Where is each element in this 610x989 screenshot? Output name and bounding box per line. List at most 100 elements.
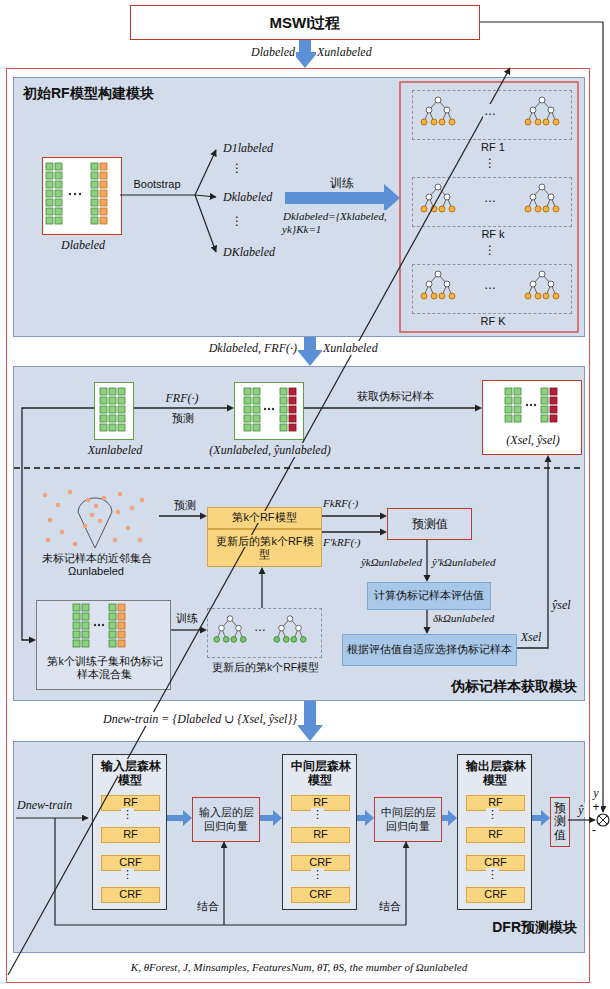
free-label: … — [483, 191, 497, 205]
free-label-wrap: ⋮ — [110, 808, 145, 821]
art-polygon — [384, 184, 400, 212]
free-label: Xunlabeled — [316, 45, 373, 59]
edge-label-wrap: δkΩunlabeled — [432, 612, 512, 625]
free-label-wrap: ⋮ — [110, 868, 145, 881]
free-label: ⋮ — [311, 868, 324, 880]
connector-line — [167, 815, 185, 821]
free-label-wrap: ⋮ — [222, 214, 252, 228]
connector — [134, 405, 234, 412]
node-text: K, θForest, J, Minsamples, FeaturesNum, … — [130, 961, 468, 973]
art-path — [195, 150, 216, 195]
art-circle — [126, 526, 131, 531]
summing-junction — [597, 814, 609, 826]
node-text: 输入层的层回归向量 — [198, 806, 254, 831]
art-rect — [99, 387, 126, 432]
art-circle — [597, 814, 609, 826]
free-label: ⋮ — [486, 868, 499, 880]
free-label-wrap: Xunlabeled — [316, 45, 396, 59]
node-label: CRF — [118, 888, 143, 901]
edge-label: 预测 — [173, 499, 197, 511]
node-text: 第k个训练子集和伪标记样本混合集 — [46, 655, 162, 680]
node-label: 伪标记样本获取模块 — [402, 678, 578, 695]
free-label-wrap: ŷ'kΩunlabeled — [431, 556, 516, 569]
art-path — [195, 195, 216, 252]
free-label-wrap: ŷsel — [551, 598, 583, 612]
node-box: 中间层的层回归向量 — [374, 797, 442, 842]
art-g — [43, 490, 145, 547]
arrowhead — [424, 627, 431, 634]
node-text: RF K — [479, 315, 506, 327]
free-label-wrap: 结合 — [188, 900, 220, 913]
neighbor-scatter — [43, 490, 145, 548]
parameter-tuning-arrow — [8, 68, 510, 975]
free-label-wrap: Xunlabeled — [322, 341, 402, 355]
node-label: (Xsel, ŷsel) — [485, 433, 581, 447]
node-text: CRF — [308, 856, 333, 868]
node-box: 中间层森林模型RFRFCRFCRF — [282, 754, 357, 910]
free-label-wrap: Dnew-train — [16, 798, 88, 812]
node-label: RF — [312, 828, 329, 841]
free-label: ⋮ — [483, 243, 497, 257]
art-circle — [46, 538, 51, 543]
edge-label: Dlabeled — [250, 45, 296, 59]
node-label: RF K — [453, 315, 533, 328]
node-label: 未标记样本的近邻集合Ωunlabeled — [34, 552, 159, 578]
node-text: CRF — [483, 856, 508, 868]
art-rect — [99, 162, 108, 225]
free-label: Bootstrap — [132, 178, 181, 190]
connector-line — [426, 610, 427, 628]
node-text: 计算伪标记样本评估值 — [373, 589, 485, 601]
connector-line — [322, 515, 381, 516]
free-label-wrap: D1labeled — [222, 141, 284, 155]
node-text: 更新后的第k个RF模型 — [215, 535, 313, 560]
connector — [532, 810, 550, 826]
arrowhead — [297, 350, 323, 366]
arrowhead — [183, 810, 192, 826]
connector-line — [304, 701, 316, 728]
arrowhead — [200, 627, 207, 634]
free-label-wrap: ⋮ — [475, 808, 510, 821]
arrowhead — [545, 455, 552, 462]
art-circle — [116, 510, 121, 515]
art-rect — [117, 603, 126, 648]
node-text: MSWI过程 — [269, 14, 342, 31]
art-circle — [56, 503, 61, 508]
connector-line — [260, 815, 275, 821]
node-box: 第k个RF模型 — [207, 507, 322, 529]
art-circle — [268, 408, 270, 410]
node-box: 伪标记样本获取模块Xunlabeled(Xunlabeled, ŷunlabel… — [13, 366, 585, 701]
arrowhead — [448, 810, 457, 826]
art-circle — [98, 624, 100, 626]
edge-label-wrap: Dnew-train = {Dlabeled ∪ {Xsel, ŷsel}} — [40, 712, 298, 726]
edge-label-wrap: Xsel — [516, 630, 546, 644]
connector — [424, 610, 431, 634]
node-box: DFR预测模块输入层森林模型RFRFCRFCRF输入层的层回归向量中间层森林模型… — [13, 741, 585, 953]
edge-label-wrap: 获取伪标记样本 — [335, 390, 455, 403]
connector-line — [159, 515, 201, 516]
edge-label: Dnew-train = {Dlabeled ∪ {Xsel, ŷsel}} — [102, 712, 298, 726]
art-use — [421, 97, 455, 125]
free-label: … — [253, 620, 267, 634]
node-label: 中间层森林模型 — [286, 759, 355, 788]
art-use — [525, 97, 559, 125]
art-circle — [68, 490, 73, 495]
art-path — [480, 22, 603, 812]
art-path — [568, 819, 595, 820]
art-path — [405, 842, 406, 925]
node-text: 预测值 — [554, 801, 566, 841]
art-rect — [279, 387, 288, 432]
node-box: CRF — [291, 887, 350, 903]
node-text: DFR预测模块 — [491, 919, 578, 935]
node-label: 输出层森林模型 — [461, 759, 530, 788]
edge-label-wrap: 训练 — [170, 612, 204, 625]
art-circle — [86, 498, 91, 503]
free-label: FkRF(·) — [322, 497, 359, 509]
node-label: 第k个RF模型 — [231, 511, 297, 524]
arrowhead — [380, 513, 387, 520]
arrowhead — [297, 725, 323, 741]
free-label-wrap: ⋮ — [300, 808, 335, 821]
node-text: CRF — [118, 856, 143, 868]
node-box: 根据评估值自适应选择伪标记样本 — [342, 634, 517, 666]
free-label: Dnew-train — [16, 798, 73, 812]
